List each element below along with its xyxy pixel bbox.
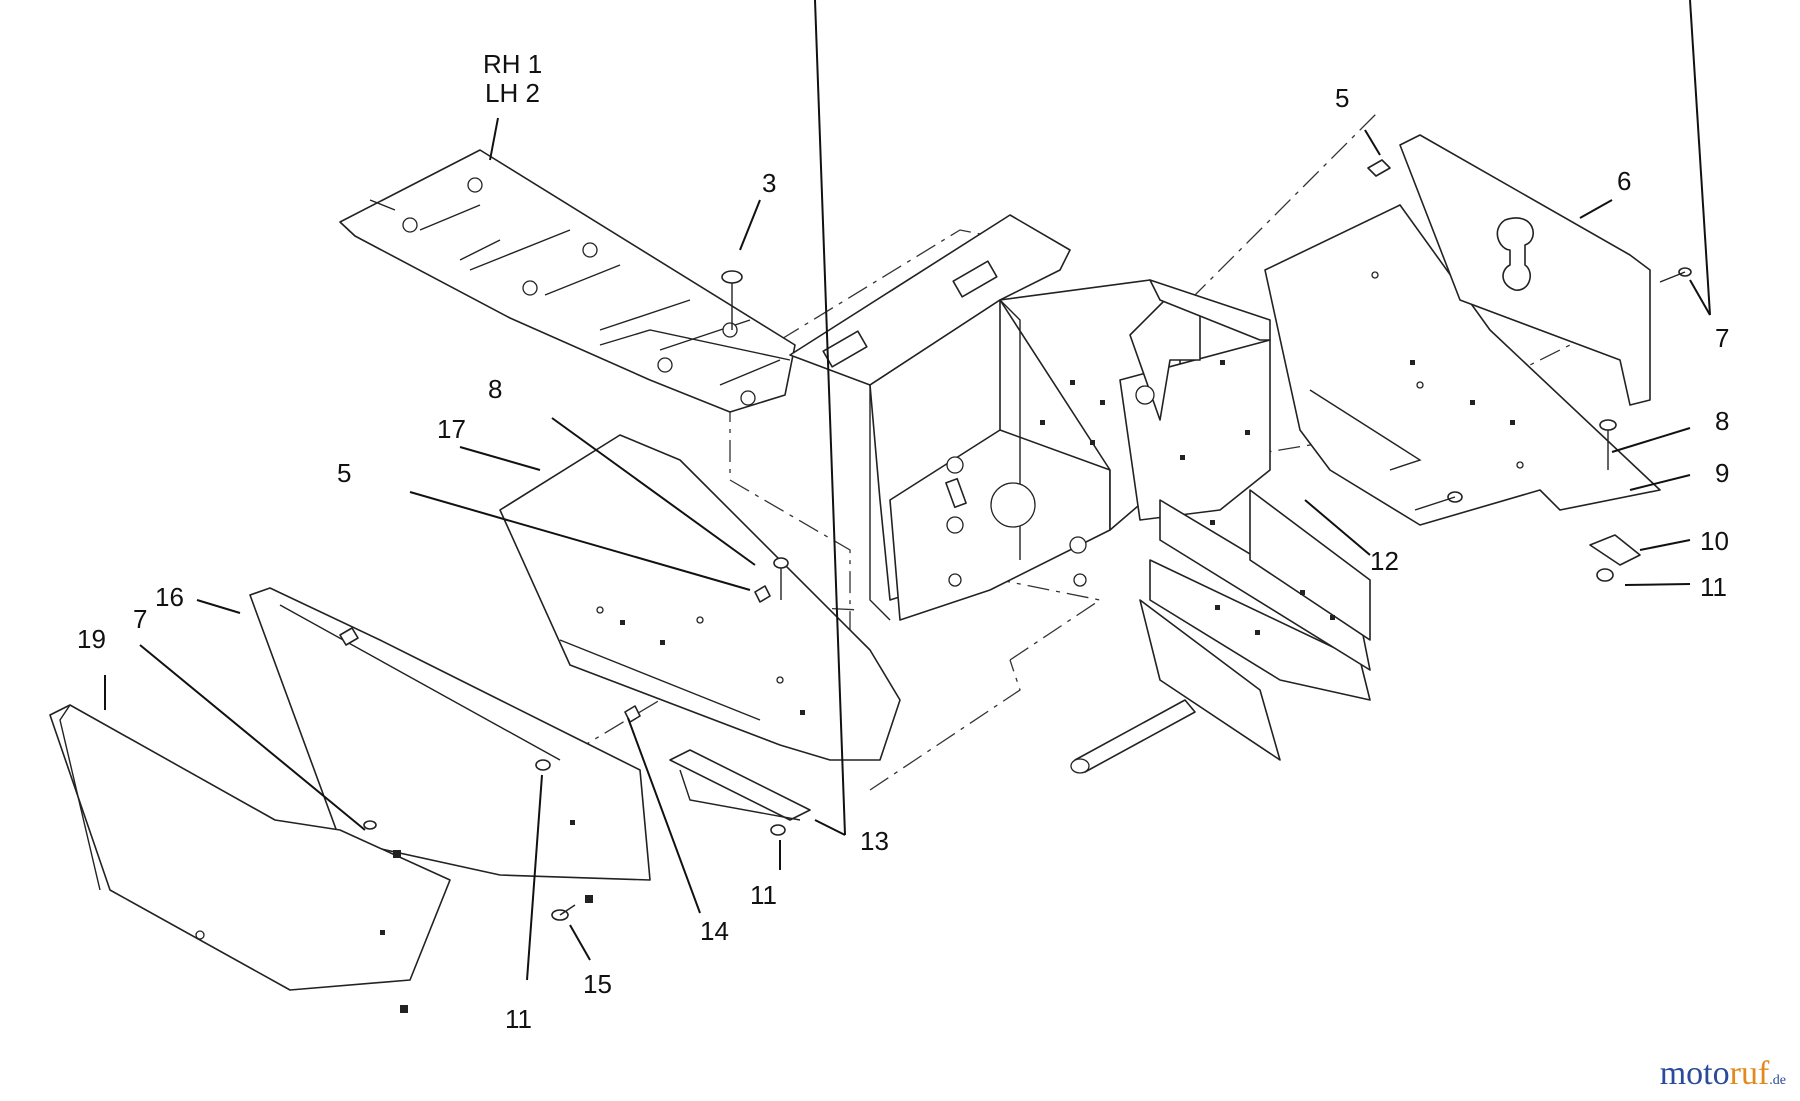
callout-15: 15: [583, 969, 612, 999]
callout-11-bottom: 11: [505, 1004, 532, 1034]
callout-5-top: 5: [1335, 83, 1349, 113]
main-frame: [789, 214, 1371, 774]
watermark-part-2: ruf: [1729, 1055, 1770, 1092]
callout-11-right: 11: [1700, 572, 1727, 602]
callout-rh1: RH 1: [483, 49, 542, 79]
callout-6: 6: [1617, 166, 1631, 196]
bolt-3: [721, 270, 743, 330]
callout-14: 14: [700, 916, 729, 946]
callout-3: 3: [762, 168, 776, 198]
callout-8-left: 8: [488, 374, 502, 404]
callout-10: 10: [1700, 526, 1729, 556]
callout-17: 17: [437, 414, 466, 444]
bracket-13: [669, 749, 811, 821]
callout-19: 19: [77, 624, 106, 654]
square-holes: [380, 360, 1515, 1013]
callout-labels: RH 1 LH 2 3 5 6 7 8 9 10 11 12 8 17 5 16…: [77, 49, 1729, 1034]
callout-7-left: 7: [133, 604, 147, 634]
callout-13: 13: [860, 826, 889, 856]
callout-7-right: 7: [1715, 323, 1729, 353]
right-side-panel-6: [1399, 134, 1651, 406]
footrest-rh1-lh2: [339, 149, 796, 413]
left-outer-panel-19: [49, 704, 451, 991]
callout-5-left: 5: [337, 458, 351, 488]
right-floor-panel-9: [1264, 204, 1661, 526]
callout-8-right: 8: [1715, 406, 1729, 436]
callout-12: 12: [1370, 546, 1399, 576]
callout-16: 16: [155, 582, 184, 612]
leader-lines: [104, 0, 1711, 981]
watermark-part-1: moto: [1659, 1055, 1730, 1092]
fasteners: [339, 159, 1692, 921]
callout-9: 9: [1715, 458, 1729, 488]
callout-lh2: LH 2: [485, 78, 540, 108]
watermark-logo: motoruf.de: [1660, 1055, 1786, 1093]
callout-11-center: 11: [750, 880, 777, 910]
left-floor-panel-17: [499, 434, 901, 761]
watermark-part-3: .de: [1769, 1073, 1786, 1088]
left-inner-panel-16: [249, 587, 651, 881]
